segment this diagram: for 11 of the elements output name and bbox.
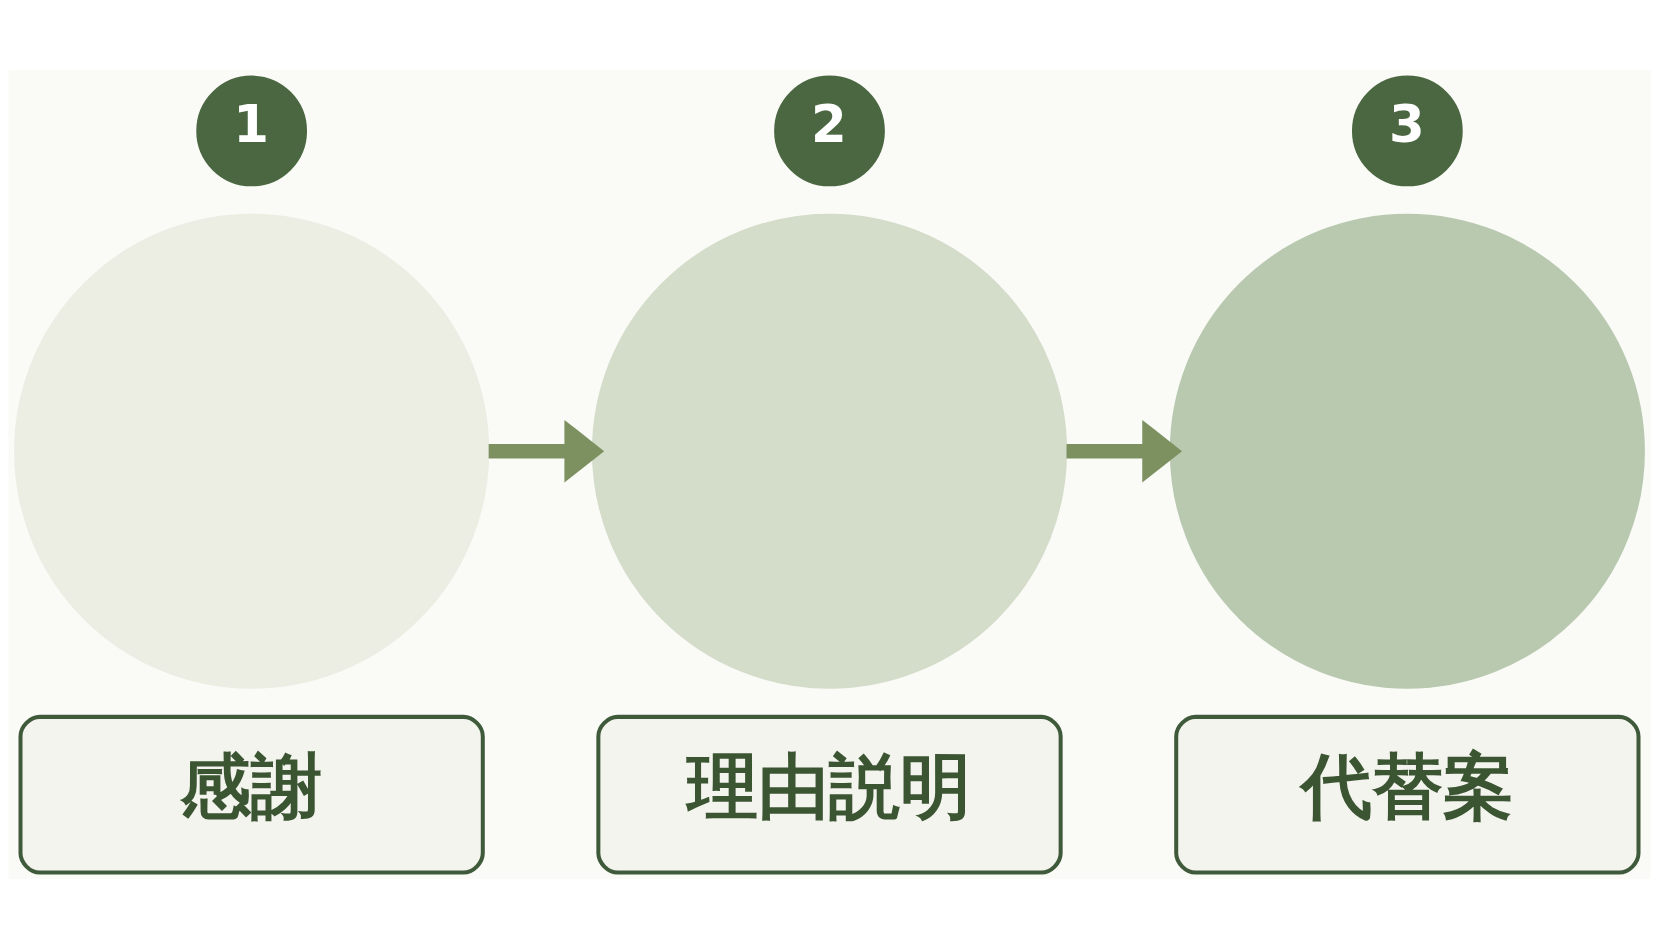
node-circle	[591, 213, 1068, 689]
node-box: 理由説明	[596, 714, 1063, 875]
node-circle	[14, 213, 490, 689]
node-circle: 2	[774, 75, 885, 186]
node-box: 代替案	[1174, 714, 1641, 875]
node-circle	[1169, 213, 1645, 689]
node-circle: 1	[196, 75, 308, 186]
arrow	[488, 419, 605, 483]
node-box: 感謝	[18, 714, 485, 875]
arrow	[1066, 419, 1183, 483]
node-circle: 3	[1351, 75, 1463, 186]
